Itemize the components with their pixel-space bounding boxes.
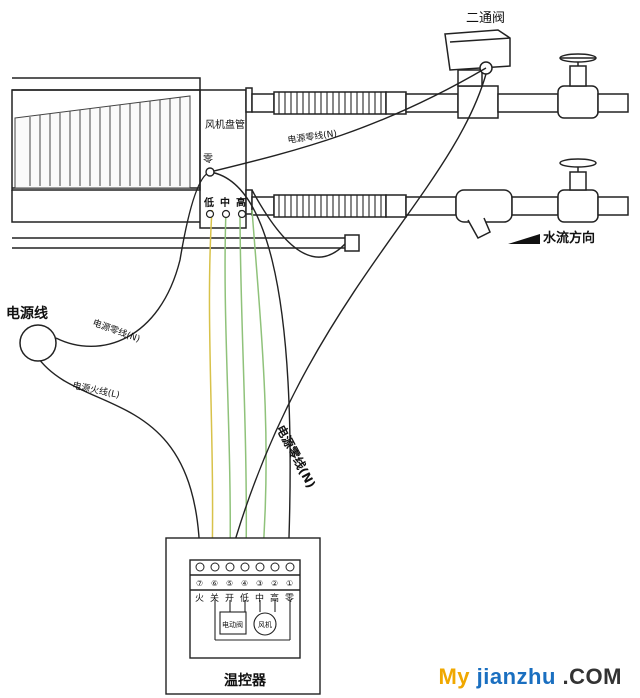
- terminal-label: 高: [270, 592, 279, 604]
- valve-unit-label: 电动阀: [222, 620, 243, 629]
- terminal-label: 火: [195, 593, 204, 604]
- neutral-left-label: 电源零线(N): [91, 317, 142, 345]
- terminal-number: ⑦: [196, 579, 203, 588]
- terminal-label: 中: [255, 592, 264, 604]
- zero-junction: [205, 167, 215, 177]
- valve-title: 二通阀: [466, 11, 505, 26]
- fan-coil-unit: [11, 77, 360, 252]
- terminal-label: 零: [285, 593, 294, 604]
- wire-bundle: [208, 209, 267, 566]
- speed-mid-label: 中: [220, 196, 230, 209]
- speed-high-label: 高: [236, 196, 246, 209]
- watermark-part1: My: [438, 664, 477, 689]
- terminal-number: ④: [241, 579, 248, 588]
- thermostat-screws: [195, 562, 295, 572]
- flow-arrow: [508, 234, 540, 244]
- terminal-number: ①: [286, 579, 293, 588]
- internal-wiring: [214, 600, 291, 641]
- speed-terminals: [205, 209, 247, 219]
- terminal-label: 开: [225, 593, 234, 604]
- terminal-label: 低: [240, 592, 249, 604]
- power-source-label: 电源线: [6, 305, 48, 322]
- wires: [35, 67, 487, 566]
- neutral-top-label: 电源零线(N): [287, 127, 338, 146]
- terminal-number-row: ⑦ ⑥ ⑤ ④ ③ ② ①: [196, 579, 293, 588]
- two-way-valve: [444, 29, 511, 87]
- terminal-number: ⑤: [226, 579, 233, 588]
- terminal-number: ②: [271, 579, 278, 588]
- lower-gate-valve: [559, 158, 597, 191]
- supply-pipe: [251, 85, 629, 119]
- terminal-label: 关: [210, 592, 219, 604]
- speed-low-label: 低: [203, 196, 214, 209]
- terminal-number: ⑥: [211, 579, 218, 588]
- thermostat-panel: [165, 537, 321, 695]
- upper-gate-valve: [559, 53, 597, 87]
- neutral-center-label: 电源零线(N): [273, 422, 319, 490]
- fan-coil-label: 风机盘管: [205, 118, 245, 131]
- flow-direction-label: 水流方向: [543, 230, 595, 246]
- watermark-part3: .COM: [555, 664, 622, 689]
- fan-unit-label: 风机: [258, 620, 272, 629]
- zero-terminal-label: 零: [203, 153, 213, 165]
- watermark-part2: jianzhu: [476, 664, 556, 689]
- return-pipe: [251, 189, 629, 239]
- terminal-number: ③: [256, 579, 263, 588]
- terminal-label-row: 火 关 开 低 中 高 零: [195, 592, 294, 604]
- site-watermark: My jianzhu .COM: [438, 664, 622, 690]
- thermostat-label: 温控器: [224, 672, 267, 689]
- power-source: [19, 324, 57, 362]
- live-left-label: 电源火线(L): [71, 379, 120, 401]
